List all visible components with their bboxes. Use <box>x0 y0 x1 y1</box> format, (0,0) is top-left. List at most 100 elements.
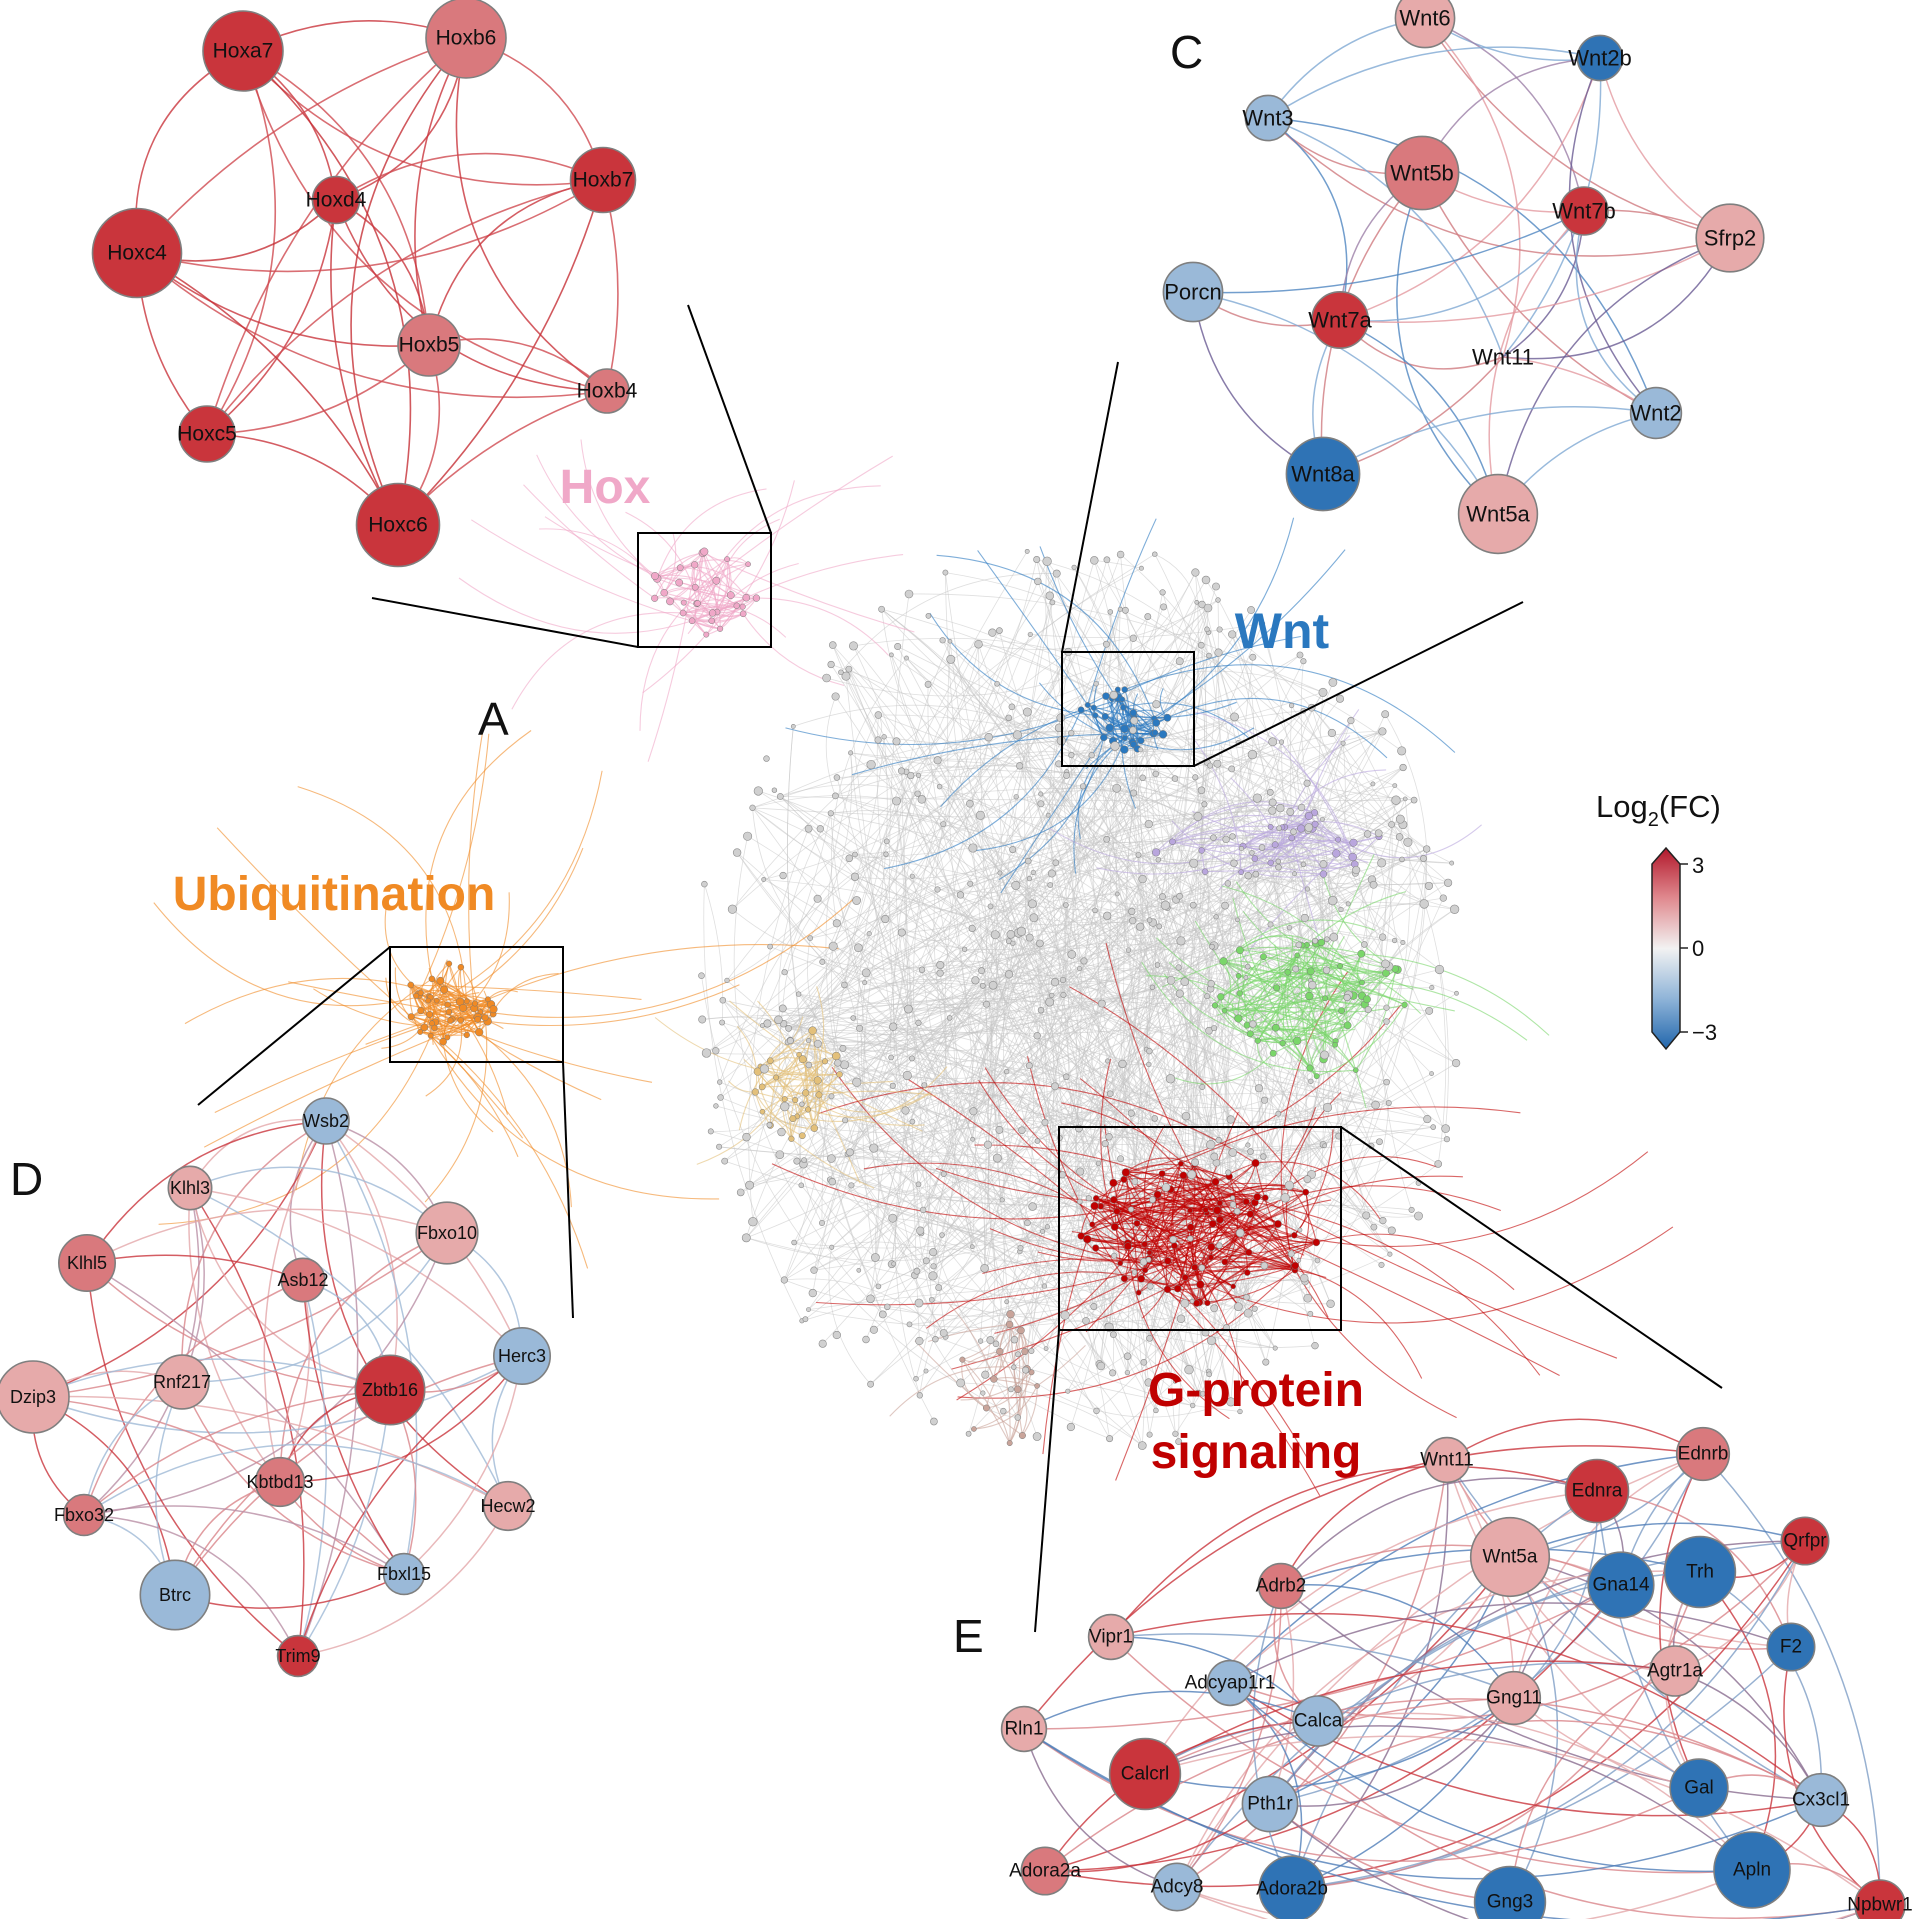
overview-node <box>1320 817 1325 822</box>
overview-edge <box>726 717 1009 981</box>
cluster-edge-tan <box>769 1060 796 1101</box>
cluster-node-purple <box>1267 824 1274 830</box>
hox-edge <box>330 199 399 526</box>
cluster-edge-gprotein <box>1143 1125 1169 1262</box>
overview-network <box>153 439 1674 1496</box>
overview-node <box>1138 874 1147 884</box>
gene-node-wnt3: Wnt3 <box>1242 94 1294 142</box>
cluster-edge-wnt <box>1038 682 1134 746</box>
gene-circle <box>1564 1458 1630 1524</box>
overview-node <box>1204 626 1210 633</box>
overview-node <box>894 642 902 651</box>
cluster-node-gprotein <box>1141 1240 1148 1248</box>
overview-node <box>1051 1082 1059 1091</box>
overview-node <box>1154 962 1161 968</box>
overview-edge <box>844 984 986 1269</box>
overview-edge <box>778 813 833 1182</box>
gene-label: Hoxd4 <box>306 189 367 212</box>
gene-node-apln: Apln <box>1713 1831 1791 1909</box>
overview-edge <box>748 828 809 1222</box>
gprotein-edge <box>1110 1633 1700 1789</box>
gene-node-trim9: Trim9 <box>275 1634 321 1678</box>
gene-circle <box>1000 1705 1048 1753</box>
cluster-node-green <box>1317 938 1326 947</box>
overview-node <box>1103 556 1111 564</box>
overview-node <box>1159 589 1166 596</box>
wnt-edge <box>1424 17 1731 239</box>
overview-node <box>810 1266 818 1274</box>
overview-edge <box>808 1163 1439 1328</box>
cluster-edge-green <box>1224 1009 1336 1042</box>
overview-node <box>866 931 872 937</box>
overview-node <box>1383 1018 1390 1025</box>
overview-edge <box>1284 1197 1316 1346</box>
overview-node <box>1288 702 1295 709</box>
overview-node <box>1243 1308 1253 1318</box>
gene-node-hoxb4: Hoxb4 <box>577 368 638 414</box>
ubi-edge <box>86 1120 327 1264</box>
gprotein-edge <box>1110 1465 1598 1638</box>
ubi-edge <box>297 1389 391 1657</box>
overview-node <box>778 1004 787 1013</box>
panel-wnt-network: Wnt6Wnt2bWnt3Wnt5bWnt7bSfrp2PorcnWnt7aWn… <box>1162 0 1765 555</box>
cluster-edge-gprotein <box>1198 1251 1250 1303</box>
overview-node <box>888 1054 894 1061</box>
overview-node <box>701 1048 712 1058</box>
overview-node <box>1047 869 1056 878</box>
wnt-edge <box>1267 117 1504 358</box>
cluster-node-ubiquitination <box>420 1023 429 1032</box>
overview-node <box>1249 1020 1257 1028</box>
wnt-edge <box>1267 117 1348 321</box>
gene-node-btrc: Btrc <box>139 1559 211 1631</box>
overview-node <box>852 1077 862 1087</box>
gene-node-cx3cl1: Cx3cl1 <box>1792 1772 1850 1828</box>
overview-node <box>1370 1223 1378 1231</box>
overview-edge <box>701 975 1018 1418</box>
cluster-node-ubiquitination <box>427 1032 434 1039</box>
overview-node <box>834 1059 842 1067</box>
gene-label: Hoxb5 <box>399 334 460 357</box>
cluster-edge-purple <box>1230 777 1272 828</box>
cluster-node-ubiquitination <box>472 1000 478 1007</box>
cluster-edge-green <box>1220 996 1251 1035</box>
overview-edge <box>793 1196 1003 1243</box>
wnt-edge <box>1192 291 1499 515</box>
overview-node <box>939 637 946 644</box>
overview-node <box>1092 907 1098 914</box>
overview-node <box>827 660 835 669</box>
cluster-edge-wnt <box>785 707 1095 746</box>
overview-node <box>852 896 861 905</box>
cluster-edge-hox <box>663 552 704 594</box>
overview-node <box>1314 1257 1321 1264</box>
gene-circle <box>302 1097 350 1145</box>
gene-circle <box>202 10 284 92</box>
cluster-node-gprotein <box>1123 1242 1132 1251</box>
cluster-edge-tan <box>761 1030 814 1088</box>
overview-node <box>1030 869 1036 875</box>
overview-edge <box>835 795 1457 1064</box>
gene-node-agtr1a: Agtr1a <box>1647 1645 1703 1697</box>
gene-circle <box>1669 1758 1729 1818</box>
ubi-edge <box>289 1120 327 1281</box>
overview-node <box>956 891 965 899</box>
overview-edge <box>859 767 1404 1029</box>
overview-node <box>1328 895 1338 906</box>
cluster-edge-hox <box>669 552 704 602</box>
overview-edge <box>933 573 1058 1140</box>
overview-edge <box>749 860 1029 1186</box>
overview-node <box>759 1023 765 1029</box>
gene-label: Dzip3 <box>10 1387 56 1407</box>
cluster-edge-gprotein <box>1294 1151 1649 1247</box>
overview-edge <box>987 934 998 1145</box>
overview-node <box>1036 939 1044 948</box>
overview-nodes <box>407 547 1461 1450</box>
cluster-node-gprotein <box>1212 1206 1222 1215</box>
cluster-node-ubiquitination <box>463 1031 470 1039</box>
overview-node <box>1276 825 1282 831</box>
overview-edge <box>1142 777 1302 808</box>
overview-node <box>983 1000 990 1008</box>
gprotein-edge <box>1023 1728 1178 1888</box>
overview-node <box>925 613 932 619</box>
overview-node <box>1224 880 1232 887</box>
overview-edge <box>980 815 1110 1328</box>
